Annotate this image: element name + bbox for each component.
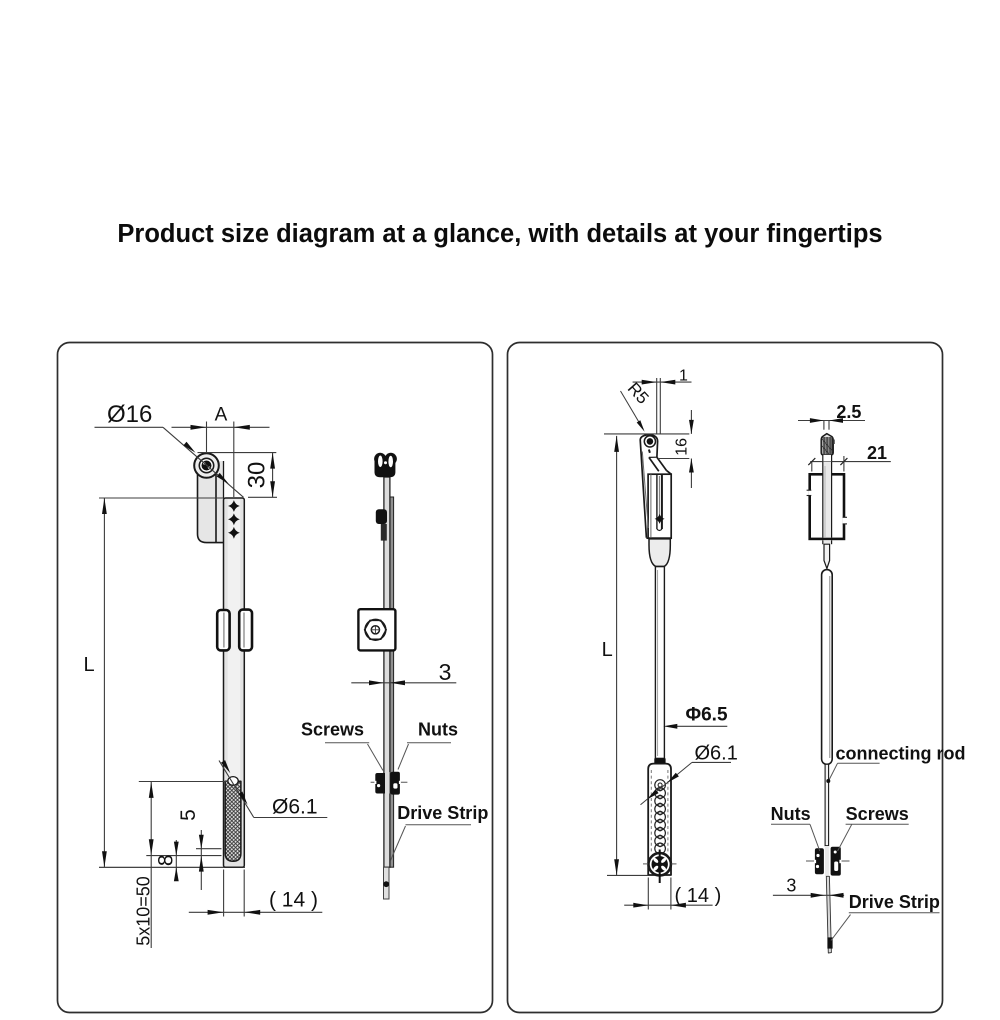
svg-text:connecting rod: connecting rod bbox=[836, 744, 966, 764]
svg-text:Nuts: Nuts bbox=[418, 720, 458, 740]
svg-text:2.5: 2.5 bbox=[836, 402, 861, 422]
svg-text:3: 3 bbox=[786, 875, 796, 895]
svg-text:( 14 ): ( 14 ) bbox=[269, 889, 318, 912]
svg-text:Φ6.5: Φ6.5 bbox=[686, 705, 728, 726]
svg-text:L: L bbox=[602, 639, 613, 661]
svg-text:5x10=50: 5x10=50 bbox=[134, 876, 154, 946]
svg-text:1: 1 bbox=[679, 368, 688, 385]
svg-text:30: 30 bbox=[244, 462, 271, 489]
svg-text:Ø6.1: Ø6.1 bbox=[272, 796, 318, 819]
svg-text:Drive Strip: Drive Strip bbox=[397, 803, 488, 823]
svg-text:8: 8 bbox=[155, 854, 178, 866]
svg-text:A: A bbox=[215, 405, 228, 426]
svg-text:Nuts: Nuts bbox=[771, 804, 811, 824]
svg-text:3: 3 bbox=[439, 659, 452, 685]
svg-text:Drive Strip: Drive Strip bbox=[849, 892, 940, 912]
svg-text:16: 16 bbox=[674, 438, 691, 456]
svg-text:Screws: Screws bbox=[846, 804, 909, 824]
svg-text:Ø16: Ø16 bbox=[107, 401, 152, 428]
svg-text:( 14 ): ( 14 ) bbox=[675, 885, 722, 907]
svg-text:5: 5 bbox=[177, 809, 200, 821]
svg-text:Ø6.1: Ø6.1 bbox=[695, 743, 738, 765]
svg-text:L: L bbox=[83, 654, 94, 676]
svg-text:Screws: Screws bbox=[301, 720, 364, 740]
svg-text:21: 21 bbox=[867, 443, 887, 463]
